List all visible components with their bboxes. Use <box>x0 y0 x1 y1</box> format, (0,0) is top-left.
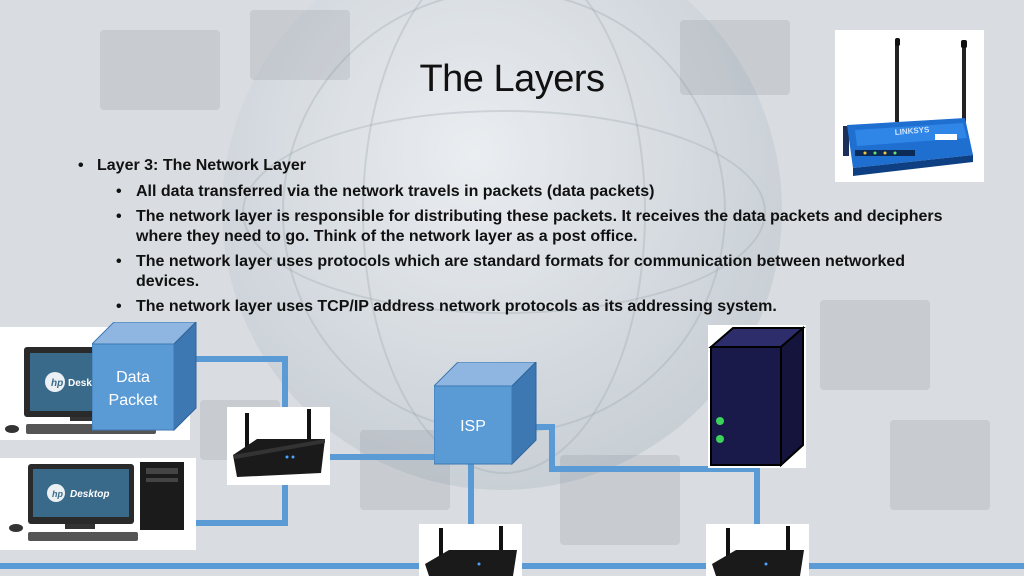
bullet-list: •Layer 3: The Network Layer •All data tr… <box>78 156 958 322</box>
router <box>227 407 330 485</box>
bullet-item: •The network layer uses TCP/IP address n… <box>116 298 777 315</box>
isp-cube <box>434 362 537 466</box>
network-cable <box>190 356 288 362</box>
router <box>419 524 522 576</box>
router-brand-text: LINKSYS <box>894 125 930 137</box>
server <box>708 325 806 468</box>
bullet-item: •The network layer is responsible for di… <box>116 208 943 245</box>
bullet-item: •The network layer uses protocols which … <box>116 253 906 290</box>
isp-label: ISP <box>460 418 486 435</box>
desktop-computer: hp Desktop <box>0 458 196 550</box>
network-cable <box>468 452 474 524</box>
svg-text:hp: hp <box>52 489 63 499</box>
background-laptop <box>250 10 350 80</box>
data-packet-cube <box>92 322 197 432</box>
slide-title: The Layers <box>419 58 605 100</box>
background-laptop <box>890 420 990 510</box>
network-cable <box>282 356 288 416</box>
bullet-item: •All data transferred via the network tr… <box>116 183 655 200</box>
router <box>706 524 809 576</box>
bullet-item: •Layer 3: The Network Layer <box>78 157 306 174</box>
network-cable <box>188 520 288 526</box>
network-cable <box>535 424 555 430</box>
network-cable <box>549 466 754 472</box>
router-photo: LINKSYS <box>835 30 984 182</box>
background-laptop <box>680 20 790 95</box>
network-cable <box>330 454 436 460</box>
network-cable <box>754 466 760 524</box>
network-cable <box>282 480 288 526</box>
svg-text:Desk: Desk <box>68 378 92 389</box>
background-laptop <box>100 30 220 110</box>
svg-text:hp: hp <box>51 378 63 389</box>
desktop-brand-text: Desktop <box>70 489 109 500</box>
network-cable <box>549 424 555 472</box>
data-packet-label: Data Packet <box>108 369 158 409</box>
background-laptop <box>820 300 930 390</box>
